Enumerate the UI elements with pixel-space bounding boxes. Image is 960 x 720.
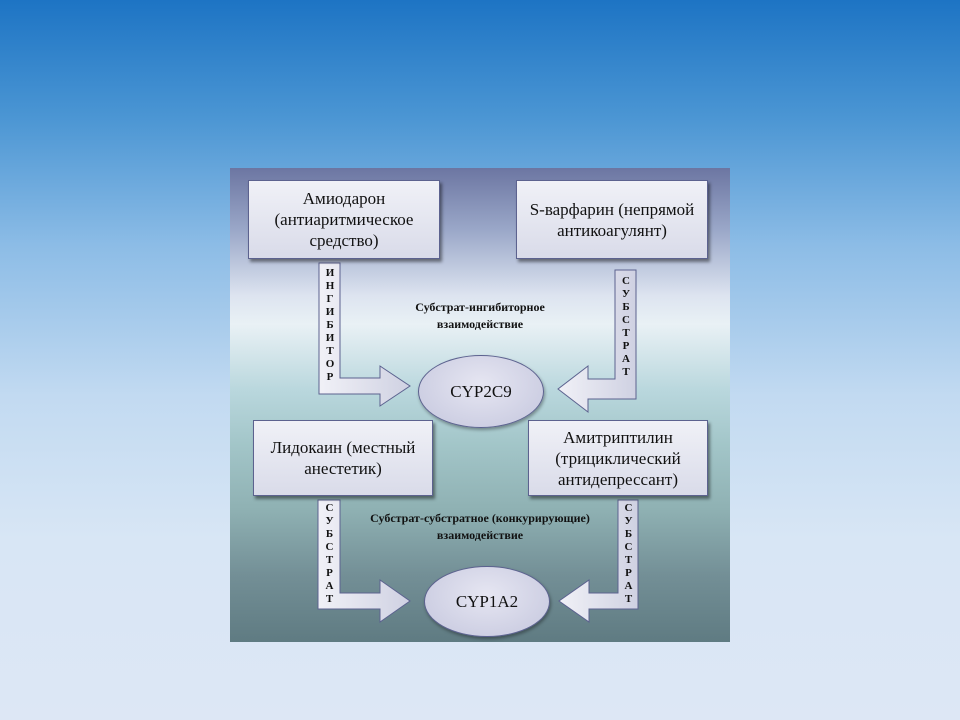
enzyme-cyp2c9: CYP2C9 (418, 355, 544, 428)
caption-substrate-substrate: Субстрат-субстратное (конкурирующие) вза… (370, 511, 590, 542)
arrow-amitriptyline-to-cyp1a2 (558, 499, 639, 623)
arrow-warfarin-to-cyp2c9 (557, 269, 637, 414)
arrow-lidocaine-to-cyp1a2 (317, 499, 411, 623)
drug-box-amiodarone: Амиодарон (антиаритмическое средство) (248, 180, 440, 259)
arrow-amiodarone-to-cyp2c9 (318, 262, 411, 407)
arrows-layer (317, 262, 639, 623)
enzyme-cyp1a2: CYP1A2 (424, 566, 550, 637)
caption-substrate-inhibitor: Субстрат-ингибиторное взаимодействие (415, 300, 545, 331)
drug-box-lidocaine: Лидокаин (местный анестетик) (253, 420, 433, 496)
drug-box-warfarin: S-варфарин (непрямой антикоагулянт) (516, 180, 708, 259)
drug-box-amitriptyline: Амитриптилин (трициклический антидепресс… (528, 420, 708, 496)
